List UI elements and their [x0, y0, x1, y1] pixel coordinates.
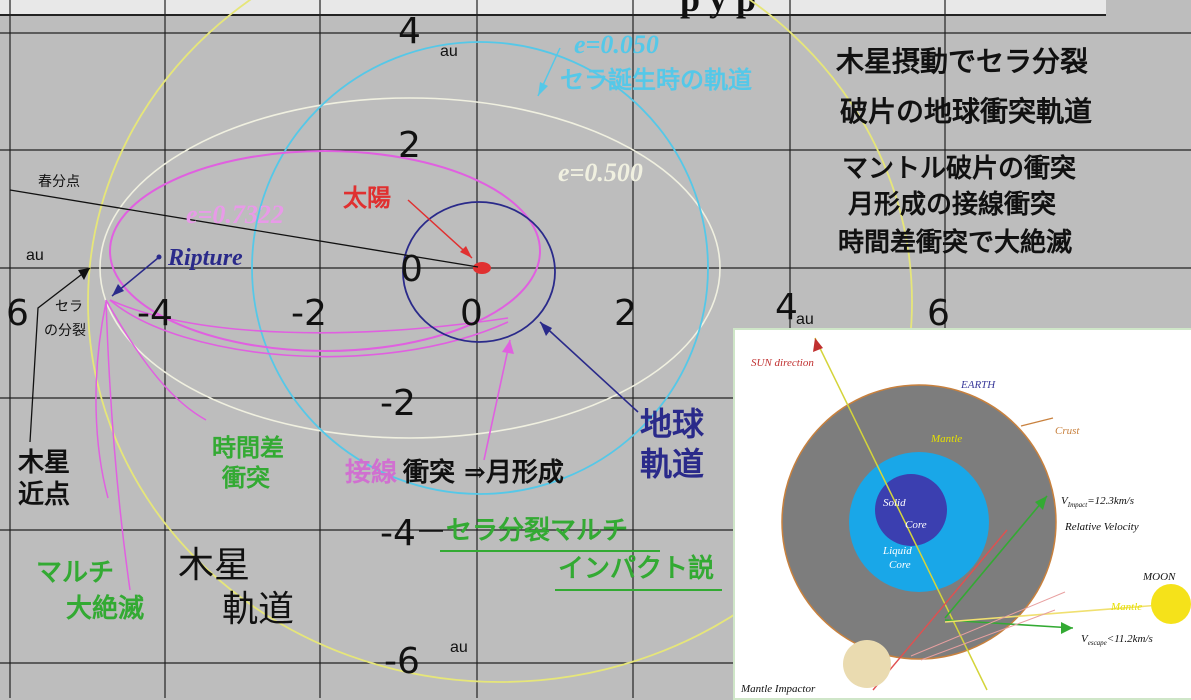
x-tick-4: 4 [775, 287, 798, 328]
inset-liquid-core-1: Liquid [883, 545, 912, 557]
x-tick-right-6: 6 [927, 293, 950, 334]
label-jupiter-perihelion-2: 近点 [18, 480, 71, 510]
unit-x-left: au [26, 247, 44, 264]
orbit-e0050 [251, 41, 709, 495]
x-tick-m2: -2 [291, 293, 327, 334]
y-tick-m4: -4 [380, 513, 416, 554]
y-tick-m2: -2 [380, 383, 416, 424]
label-sun: 太陽 [343, 183, 391, 212]
y-tick-m6: -6 [384, 641, 420, 682]
earth-solid-core [875, 474, 947, 546]
jupiter-orbit [87, 0, 913, 683]
inset-sun-direction: SUN direction [751, 357, 814, 369]
label-time-diff-2: 衝突 [222, 463, 270, 492]
y-tick-4: 4 [398, 11, 421, 52]
x-tick-m4: -4 [137, 293, 173, 334]
label-jupiter-orbit-2: 軌道 [222, 589, 295, 630]
inset-relative-velocity: Relative Velocity [1065, 521, 1139, 533]
inset-moon-mantle: Mantle [1111, 601, 1143, 613]
inset-v-impact: VImpact=12.3km/s [1061, 495, 1135, 510]
x-tick-2: 2 [614, 293, 637, 334]
y-tick-0: 0 [400, 249, 423, 290]
label-tangent-b: 衝突 ⇒月形成 [403, 458, 564, 488]
inset-solid-core-1: Solid [883, 497, 906, 509]
moon [1151, 584, 1191, 624]
label-multi-impact-1: セラ分裂マルチ [446, 516, 629, 546]
inset-crust: Crust [1055, 425, 1080, 437]
orbit-e7322 [109, 150, 541, 352]
note-3: マントル破片の衝突 [842, 154, 1077, 184]
orbit-e0500 [99, 97, 721, 439]
impact-inset-drawing [781, 337, 1191, 691]
label-earth-orbit-1: 地球 [640, 405, 705, 443]
label-time-diff-1: 時間差 [212, 433, 284, 462]
mantle-impactor [843, 640, 891, 688]
label-earth-orbit-2: 軌道 [640, 445, 705, 483]
sun-marker [473, 262, 491, 274]
inset-solid-core-2: Core [905, 519, 927, 531]
label-e0050: e=0.050 [574, 30, 659, 59]
inset-mantle: Mantle [931, 433, 963, 445]
label-e0050-desc: セラ誕生時の軌道 [560, 65, 752, 94]
inset-earth: EARTH [961, 379, 996, 391]
fragment-orbit-1 [109, 299, 509, 334]
inset-v-escape: Vescape<11.2km/s [1081, 633, 1153, 648]
note-4: 月形成の接線衝突 [848, 190, 1057, 220]
note-2: 破片の地球衝突軌道 [840, 95, 1093, 128]
title-partial: p y p [680, 0, 756, 20]
inset-liquid-core-2: Core [889, 559, 911, 571]
label-jupiter-perihelion-1: 木星 [18, 448, 71, 478]
earth-orbit [402, 201, 556, 343]
label-jupiter-orbit-1: 木星 [178, 545, 251, 586]
fragment-orbit-2 [109, 299, 509, 358]
label-multi-extinction-1: マルチ [36, 558, 115, 588]
sun-direction-line [814, 337, 988, 691]
label-e0500: e=0.500 [558, 158, 643, 187]
label-sera-break-1: セラ [55, 299, 83, 315]
vernal-equinox-line [9, 189, 479, 268]
impact-inset: SUN direction EARTH Mantle Crust Solid C… [733, 328, 1191, 700]
note-1: 木星摂動でセラ分裂 [836, 45, 1089, 78]
label-multi-impact-2: インパクト説 [558, 554, 715, 584]
label-sera-break-2: の分裂 [44, 323, 86, 339]
y-tick-2: 2 [398, 125, 421, 166]
note-5: 時間差衝突で大絶滅 [838, 228, 1073, 258]
inset-mantle-impactor: Mantle Impactor [741, 683, 816, 695]
label-tangent-a: 接線 [345, 458, 398, 488]
label-e7322: e=0.7322 [186, 200, 284, 229]
x-tick-0: 0 [460, 293, 483, 334]
unit-x-right: au [796, 311, 814, 328]
label-ripture: Ripture [168, 245, 243, 271]
label-vernal-equinox: 春分点 [38, 174, 80, 190]
label-multi-extinction-2: 大絶滅 [66, 594, 145, 624]
title-strip: p y p [0, 0, 1106, 19]
x-tick-left-6: 6 [6, 293, 29, 334]
unit-top: au [440, 43, 458, 60]
inset-moon: MOON [1143, 571, 1176, 583]
unit-bottom: au [450, 639, 468, 656]
